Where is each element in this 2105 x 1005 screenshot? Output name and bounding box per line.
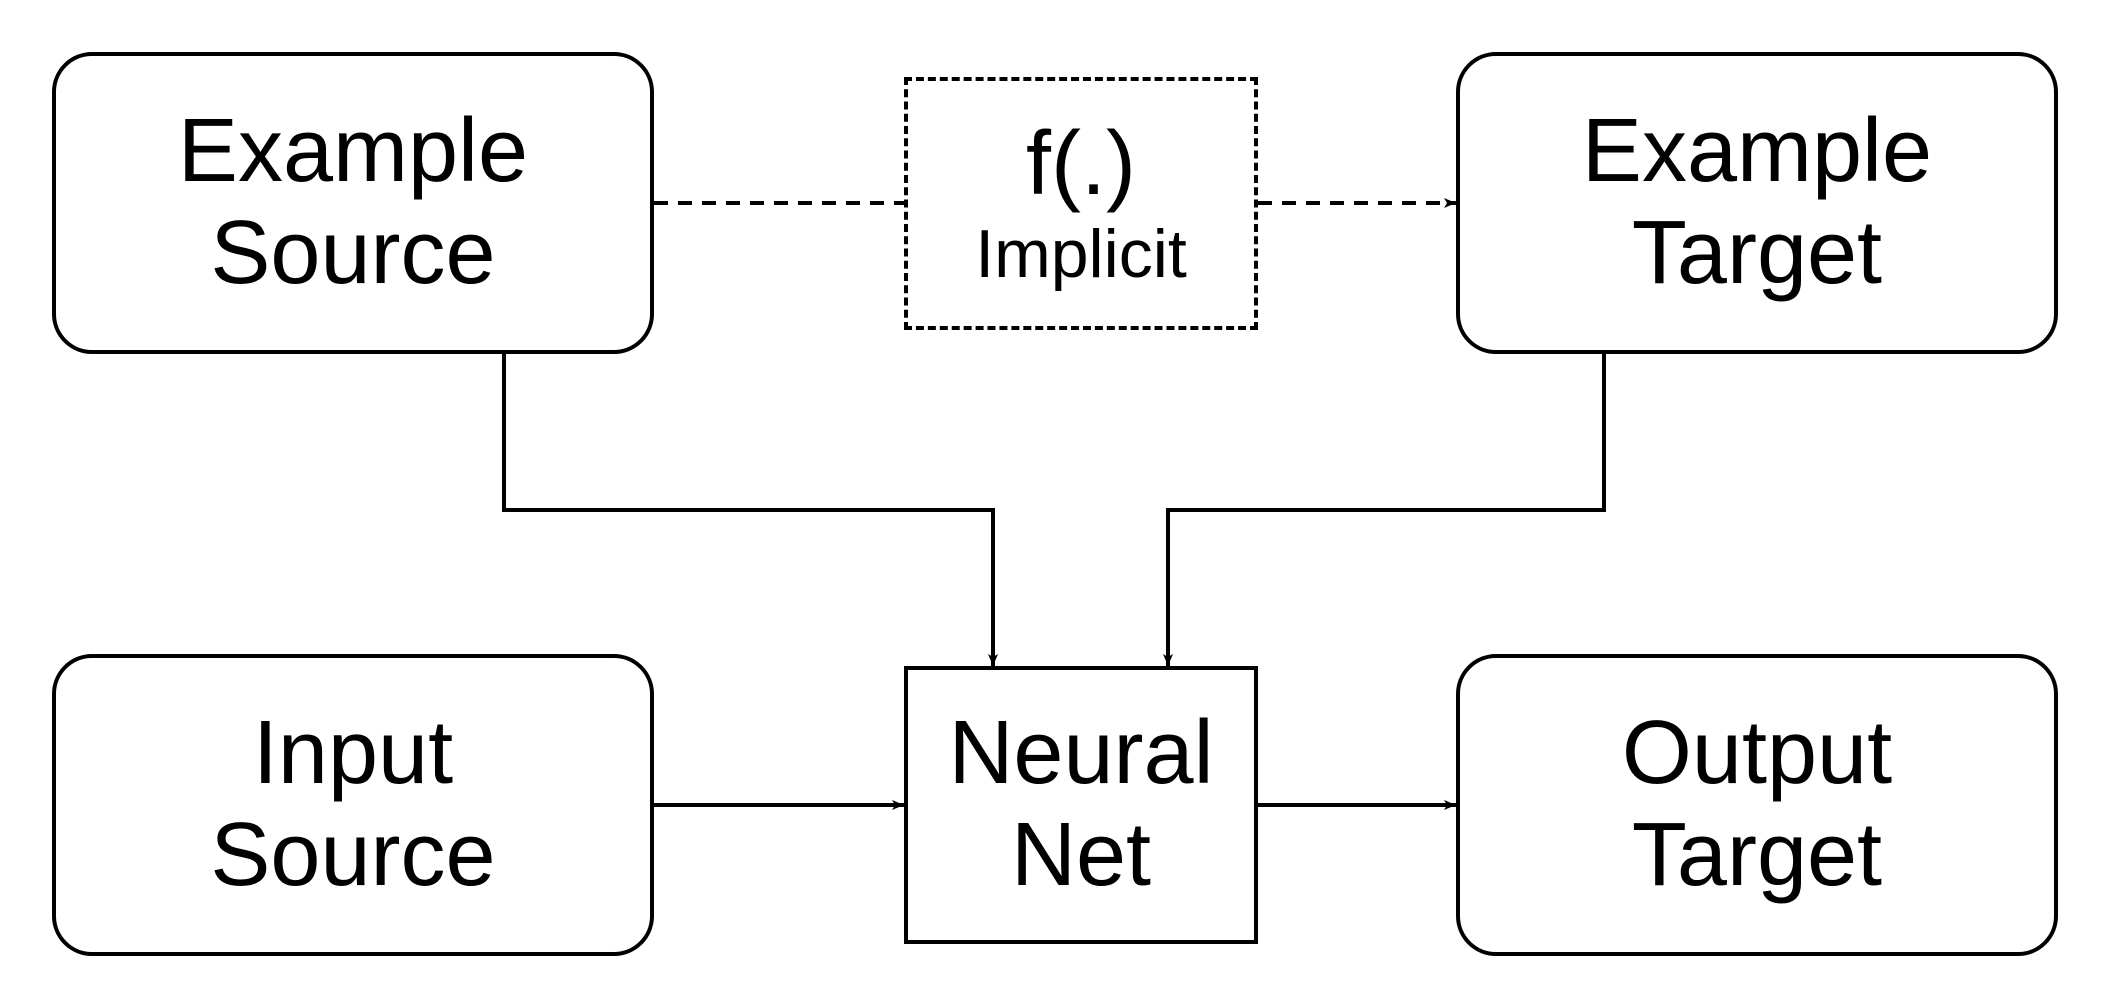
edge-example-source-to-neural-net xyxy=(502,354,998,666)
input-source-label-line-2: Source xyxy=(210,805,496,905)
example-source-node: Example Source xyxy=(52,52,654,354)
neural-net-node: Neural Net xyxy=(904,666,1258,944)
implicit-function-node: f(.) Implicit xyxy=(904,77,1258,330)
output-target-label-line-1: Output xyxy=(1621,703,1893,804)
example-target-label-line-2: Target xyxy=(1631,203,1883,303)
function-symbol-label: f(.) xyxy=(1026,114,1136,215)
output-target-label-line-2: Target xyxy=(1631,805,1883,905)
input-source-label-line-1: Input xyxy=(252,703,454,804)
neural-net-label-line-2: Net xyxy=(1010,805,1152,905)
implicit-label: Implicit xyxy=(975,215,1187,292)
example-source-label-line-1: Example xyxy=(177,101,529,202)
input-source-node: Input Source xyxy=(52,654,654,956)
edge-example-target-to-neural-net xyxy=(1163,354,1606,666)
neural-net-label-line-1: Neural xyxy=(948,703,1214,804)
example-target-label-line-1: Example xyxy=(1581,101,1933,202)
example-source-label-line-2: Source xyxy=(210,203,496,303)
output-target-node: Output Target xyxy=(1456,654,2058,956)
example-target-node: Example Target xyxy=(1456,52,2058,354)
